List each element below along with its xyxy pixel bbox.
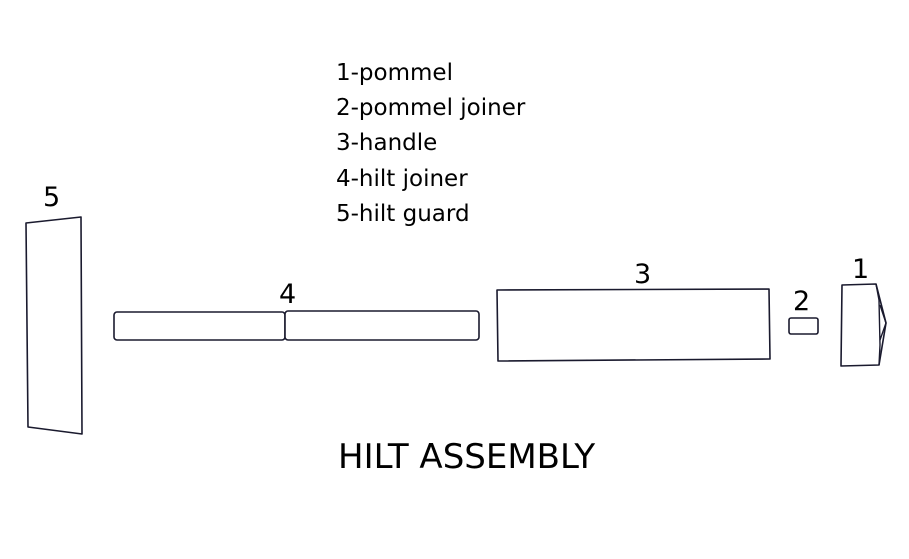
pommel-tip-point (879, 304, 887, 341)
part-hilt-joiner: 4 (113, 279, 480, 341)
legend-item-pommel: 1-pommel (336, 60, 453, 86)
part-pommel-joiner: 2 (788, 286, 819, 335)
hilt-joiner-right-segment (284, 310, 480, 341)
handle-shape (496, 288, 771, 362)
part-pommel: 1 (840, 254, 887, 367)
part-number-hilt-joiner: 4 (279, 279, 296, 310)
legend-item-hilt-joiner: 4-hilt joiner (336, 166, 468, 192)
pommel-joiner-shape (788, 317, 819, 335)
diagram-title: HILT ASSEMBLY (338, 437, 595, 477)
legend-item-pommel-joiner: 2-pommel joiner (336, 95, 526, 121)
pommel-tip-line (875, 283, 881, 366)
pommel-shape (840, 283, 887, 367)
part-number-handle: 3 (634, 259, 651, 290)
hilt-guard-shape (25, 216, 83, 435)
hilt-joiner-left-segment (113, 311, 286, 341)
legend-item-hilt-guard: 5-hilt guard (336, 201, 470, 227)
part-hilt-guard: 5 (25, 182, 83, 435)
legend-item-handle: 3-handle (336, 130, 437, 156)
parts-legend: 1-pommel 2-pommel joiner 3-handle 4-hilt… (336, 60, 526, 227)
part-number-pommel-joiner: 2 (793, 286, 810, 317)
part-handle: 3 (496, 259, 771, 362)
part-number-hilt-guard: 5 (43, 182, 60, 213)
part-number-pommel: 1 (852, 254, 869, 285)
